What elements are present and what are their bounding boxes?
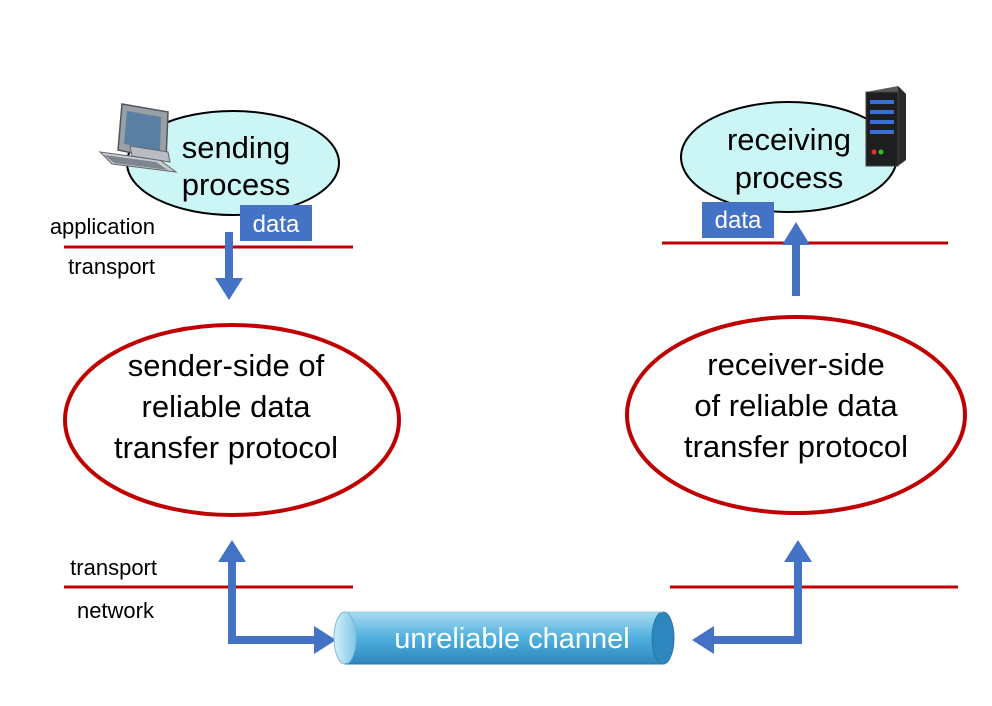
sending-process-line1: sending	[182, 130, 291, 165]
sender-data-tag-label: data	[253, 211, 300, 238]
sending-process-line2: process	[182, 167, 291, 202]
receiver-up-arrowhead	[784, 540, 812, 562]
label-application: application	[50, 214, 155, 239]
receiver-protocol-line3: transfer protocol	[684, 429, 908, 464]
label-network: network	[77, 598, 155, 623]
receiver-protocol-line2: of reliable data	[694, 388, 898, 423]
desktop-computer-icon	[98, 103, 178, 173]
unreliable-channel-pipe	[333, 611, 675, 665]
receiver-data-tag	[702, 202, 774, 238]
sender-protocol-ellipse	[63, 323, 401, 517]
receiving-process-line2: process	[735, 160, 844, 195]
server-icon	[865, 86, 906, 167]
receiver-left-arrowhead	[692, 626, 714, 654]
receiving-process-ellipse	[680, 101, 898, 213]
receiver-protocol-line1: receiver-side	[707, 347, 884, 382]
receiver-protocol-ellipse	[625, 315, 967, 515]
sender-protocol-line3: transfer protocol	[114, 430, 338, 465]
receiver-up-arrowhead	[782, 222, 810, 245]
label-transport-top: transport	[68, 254, 155, 279]
sender-data-tag	[240, 205, 312, 241]
sender-protocol-line1: sender-side of	[128, 348, 325, 383]
sender-down-arrowhead	[215, 278, 243, 300]
receiving-process-line1: receiving	[727, 122, 851, 157]
label-transport-bottom: transport	[70, 555, 157, 580]
receiver-data-tag-label: data	[715, 207, 762, 234]
sender-protocol-line2: reliable data	[142, 389, 312, 424]
sender-channel-connector	[228, 560, 316, 644]
sender-up-arrowhead	[218, 540, 246, 562]
unreliable-channel-label: unreliable channel	[394, 623, 629, 655]
sender-right-arrowhead	[314, 626, 336, 654]
receiver-channel-connector	[712, 560, 802, 644]
